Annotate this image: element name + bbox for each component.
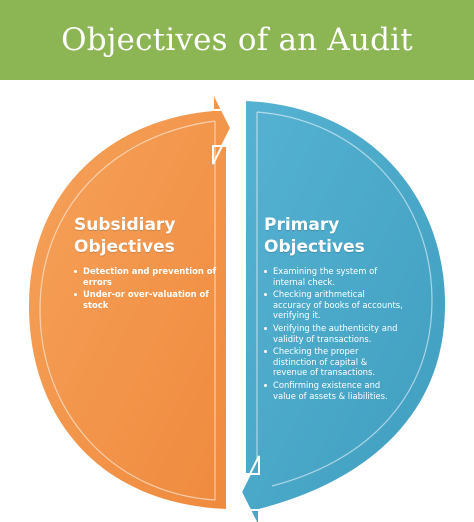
left-inner-outline [39, 120, 216, 501]
subsidiary-list: Detection and prevention of errors Under… [74, 266, 224, 310]
right-arrow-shape [239, 98, 448, 522]
subsidiary-heading-line2: Objectives [74, 237, 175, 257]
primary-heading-line1: Primary [264, 215, 340, 235]
list-item: Checking arithmetical accuracy of books … [264, 289, 404, 321]
list-item: Checking the proper distinction of capit… [264, 346, 404, 378]
title-bar: Objectives of an Audit [0, 0, 474, 80]
primary-heading: Primary Objectives [264, 214, 404, 258]
list-item: Examining the system of internal check. [264, 266, 404, 287]
right-inner-outline [256, 111, 433, 487]
list-item: Verifying the authenticity and validity … [264, 323, 404, 344]
primary-heading-line2: Objectives [264, 237, 365, 257]
page-title: Objectives of an Audit [61, 22, 413, 58]
primary-objectives-panel: Primary Objectives Examining the system … [264, 214, 404, 403]
subsidiary-heading-line1: Subsidiary [74, 215, 176, 235]
primary-list: Examining the system of internal check. … [264, 266, 404, 401]
left-arrow-shape [26, 91, 233, 512]
subsidiary-objectives-panel: Subsidiary Objectives Detection and prev… [74, 214, 224, 312]
list-item: Under-or over-valuation of stock [74, 289, 224, 310]
list-item: Confirming existence and value of assets… [264, 380, 404, 401]
subsidiary-heading: Subsidiary Objectives [74, 214, 224, 258]
list-item: Detection and prevention of errors [74, 266, 224, 287]
